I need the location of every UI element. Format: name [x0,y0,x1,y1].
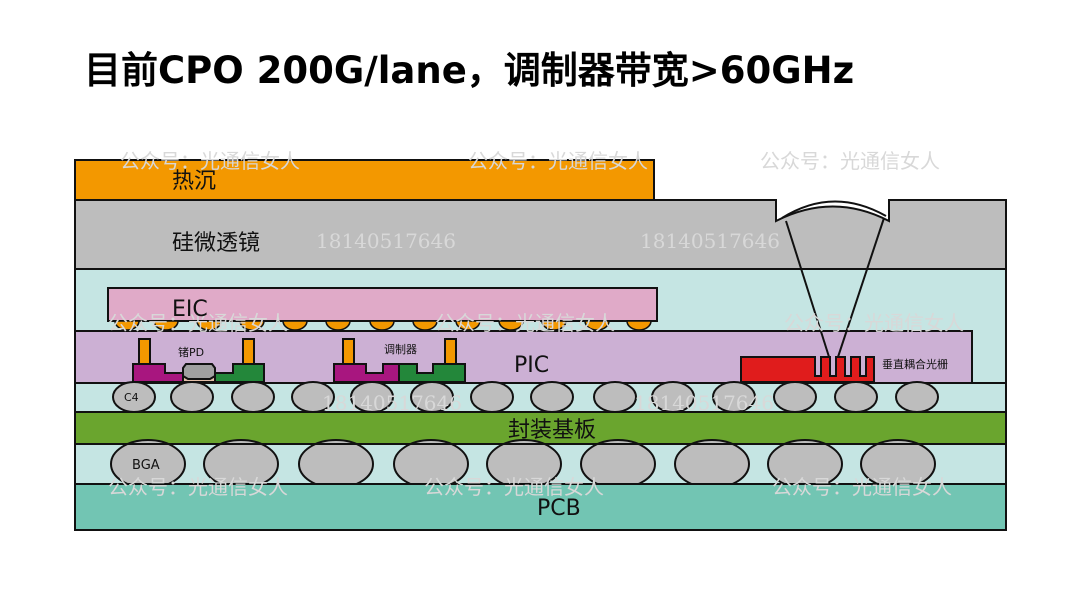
eic-chip [107,287,658,322]
modulator-p-region [333,363,400,383]
grating-coupler-label: 垂直耦合光栅 [882,357,948,371]
optical-beam-left [785,220,831,361]
pcb-label: PCB [537,496,581,521]
watermark-account: 公众号：光通信女人 [424,475,604,499]
modulator-n-region [398,363,466,383]
pd-contact-right [242,338,255,365]
bga-ball-label: BGA [132,458,160,473]
c4-bump [231,381,275,413]
c4-bump [834,381,878,413]
watermark-account: 公众号：光通信女人 [108,311,288,335]
mod-contact-right [444,338,457,365]
watermark-account: 公众号：光通信女人 [760,149,940,173]
c4-bump [593,381,637,413]
pd-contact-left [138,338,151,365]
eic-microbump [153,320,179,331]
pic-label: PIC [514,353,549,378]
eic-microbump [282,320,308,331]
watermark-account: 公众号：光通信女人 [435,311,615,335]
bga-ball [298,439,374,489]
watermark-account: 公众号：光通信女人 [784,311,964,335]
watermark-account: 公众号：光通信女人 [120,149,300,173]
micro-lens-layer [74,199,1007,270]
eic-microbump [541,320,567,331]
eic-microbump [455,320,481,331]
eic-microbump [369,320,395,331]
watermark-account: 公众号：光通信女人 [772,475,952,499]
watermark-account: 公众号：光通信女人 [468,149,648,173]
c4-bump [170,381,214,413]
watermark-account: 公众号：光通信女人 [108,475,288,499]
eic-microbump [584,320,610,331]
ge-pd-label: 锗PD [178,345,204,359]
package-substrate-label: 封装基板 [508,418,596,443]
optical-beam-right [836,217,885,361]
slide-title: 目前CPO 200G/lane，调制器带宽>60GHz [84,49,855,92]
eic-microbump [196,320,222,331]
c4-bump [773,381,817,413]
bga-ball [674,439,750,489]
eic-microbump [498,320,524,331]
watermark-phone: 18140517646 [634,391,774,415]
eic-label: EIC [172,297,208,322]
grating-coupler [740,356,875,383]
mod-contact-left [342,338,355,365]
eic-microbump [325,320,351,331]
watermark-layer: 公众号：光通信女人 公众号：光通信女人 公众号：光通信女人 1814051764… [108,149,964,499]
c4-bump [895,381,939,413]
c4-bump [470,381,514,413]
lens-arc [781,200,887,219]
pcb-layer [74,483,1007,531]
watermark-phone: 18140517646 [316,229,456,253]
germanium-pd [182,363,216,380]
watermark-phone: 18140517646 [640,229,780,253]
eic-microbump [239,320,265,331]
watermark-phone: 18140517646 [322,391,462,415]
c4-bump [530,381,574,413]
eic-microbump [114,320,140,331]
eic-microbump [626,320,652,331]
heat-sink-label: 热沉 [172,169,216,194]
c4-bump-label: C4 [124,391,139,404]
modulator-label: 调制器 [384,343,417,356]
eic-microbump [412,320,438,331]
micro-lens-label: 硅微透镜 [172,231,260,256]
